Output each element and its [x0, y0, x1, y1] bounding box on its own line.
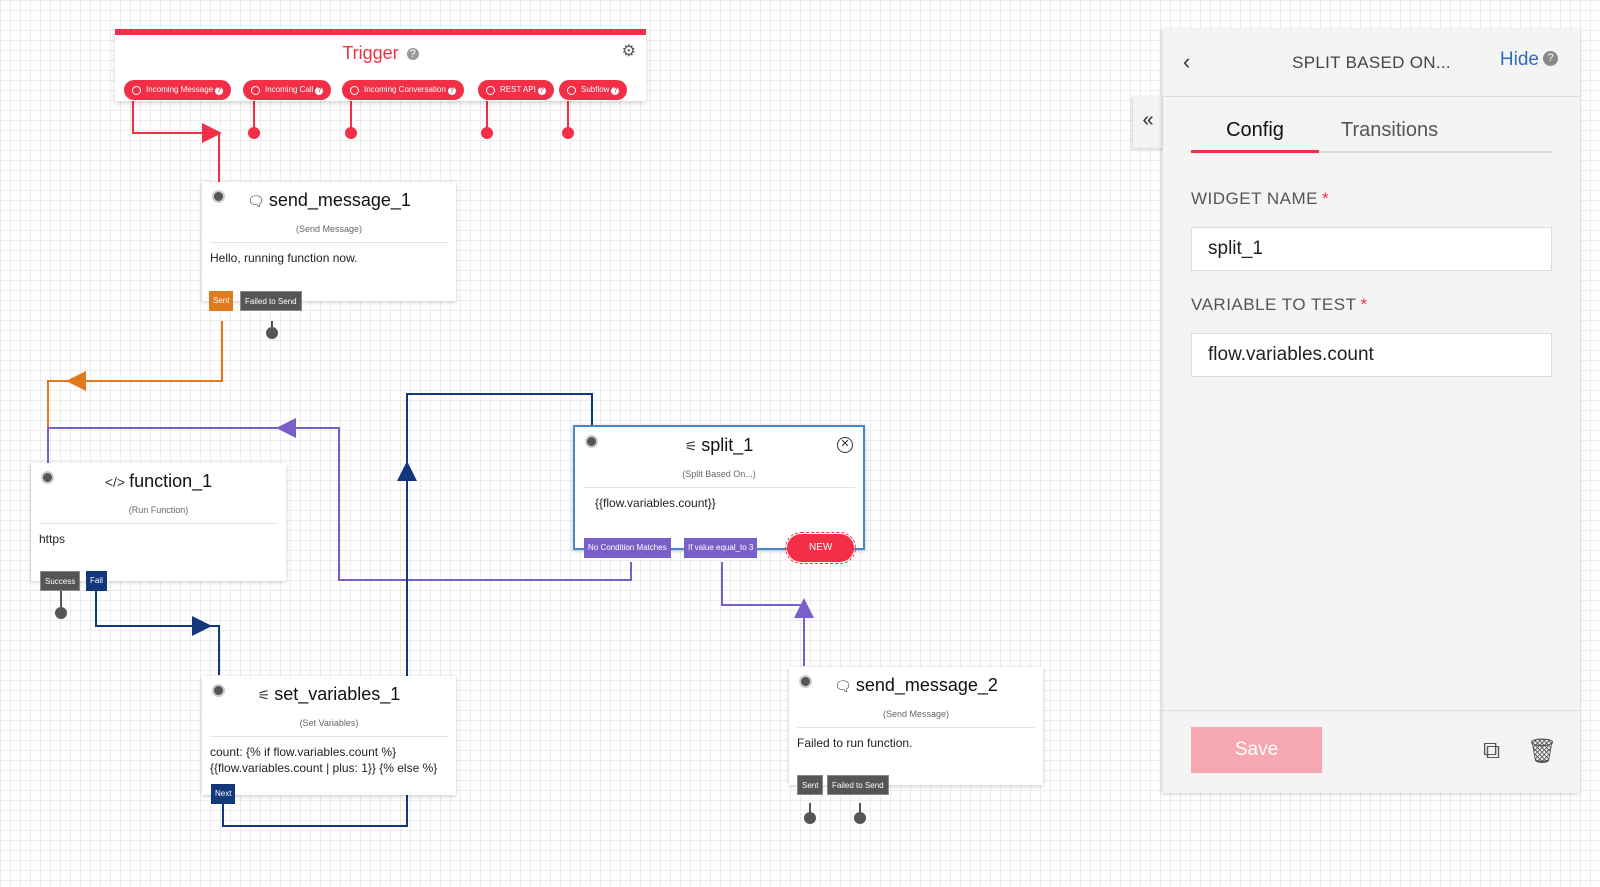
- code-icon: </>: [104, 474, 126, 490]
- divider: [583, 487, 855, 488]
- trigger-widget[interactable]: Trigger ? ⚙ Incoming Message? Incoming C…: [115, 29, 646, 101]
- help-icon: ?: [537, 87, 546, 95]
- help-icon: ?: [215, 87, 224, 95]
- variable-to-test-input[interactable]: [1191, 333, 1552, 377]
- new-transition-button[interactable]: NEW: [784, 532, 857, 564]
- panel-header: ‹ SPLIT BASED ON... Hide?: [1163, 29, 1580, 97]
- save-button[interactable]: Save: [1191, 727, 1322, 773]
- close-icon[interactable]: ✕: [837, 437, 853, 453]
- trigger-incoming-conversation[interactable]: Incoming Conversation?: [342, 80, 464, 100]
- widget-body-line: {{flow.variables.count | plus: 1}} {% el…: [210, 761, 438, 775]
- trigger-rest-api[interactable]: REST API?: [478, 80, 554, 100]
- hide-label: Hide: [1499, 49, 1539, 70]
- trigger-button-label: Subflow: [581, 85, 610, 94]
- trigger-incoming-message[interactable]: Incoming Message?: [124, 80, 232, 100]
- widget-title-text: send_message_1: [268, 190, 411, 210]
- divider: [210, 242, 448, 243]
- widget-input-dot[interactable]: [799, 675, 812, 688]
- widget-title: 🗨send_message_2: [789, 675, 1043, 696]
- widget-function-1[interactable]: </>function_1 (Run Function) https: [31, 463, 286, 581]
- widget-title-text: function_1: [129, 471, 213, 491]
- panel-title: SPLIT BASED ON...: [1292, 53, 1451, 72]
- widget-send-message-1[interactable]: 🗨send_message_1 (Send Message) Hello, ru…: [202, 182, 456, 301]
- widget-input-dot[interactable]: [585, 435, 598, 448]
- panel-tabs: Config Transitions: [1191, 117, 1552, 153]
- trigger-button-label: Incoming Conversation: [364, 85, 446, 94]
- panel-footer-divider: [1163, 710, 1580, 711]
- help-icon[interactable]: ?: [1543, 51, 1558, 66]
- widget-body: {{flow.variables.count}}: [595, 496, 716, 510]
- gear-icon[interactable]: ⚙: [621, 43, 636, 60]
- transition-fail[interactable]: Fail: [86, 571, 107, 591]
- widget-title-text: split_1: [701, 435, 754, 455]
- divider: [797, 727, 1035, 728]
- widget-input-dot[interactable]: [212, 684, 225, 697]
- transition-sent[interactable]: Sent: [797, 775, 824, 795]
- trigger-title: Trigger ?: [115, 43, 646, 64]
- tab-config[interactable]: Config: [1191, 119, 1319, 153]
- message-icon: 🗨: [834, 678, 852, 694]
- chevron-left-icon[interactable]: ‹: [1183, 49, 1191, 74]
- transition-success[interactable]: Success: [40, 571, 81, 591]
- widget-set-variables-1[interactable]: ⚟set_variables_1 (Set Variables) count: …: [202, 676, 456, 795]
- message-icon: 🗨: [247, 193, 265, 209]
- connection-wires: [47, 96, 866, 827]
- widget-name-label: WIDGET NAME*: [1191, 189, 1329, 209]
- widget-title: ⚟set_variables_1: [202, 684, 456, 705]
- widget-subtitle: (Run Function): [128, 505, 189, 515]
- duplicate-icon[interactable]: ⧉: [1483, 737, 1501, 764]
- label-text: WIDGET NAME: [1191, 189, 1319, 208]
- help-icon[interactable]: ?: [406, 48, 419, 61]
- transition-failed-to-send[interactable]: Failed to Send: [827, 775, 889, 795]
- transition-sent[interactable]: Sent: [209, 291, 234, 311]
- transition-failed-to-send[interactable]: Failed to Send: [240, 291, 302, 311]
- widget-subtitle: (Split Based On...): [682, 469, 756, 479]
- trigger-title-text: Trigger: [342, 43, 399, 63]
- divider: [210, 736, 448, 737]
- trigger-button-label: Incoming Call: [265, 85, 314, 94]
- widget-title: 🗨send_message_1: [202, 190, 456, 211]
- widget-body-line: count: {% if flow.variables.count %}: [210, 745, 397, 759]
- label-text: VARIABLE TO TEST: [1191, 295, 1357, 314]
- widget-config-panel: ‹ SPLIT BASED ON... Hide? Config Transit…: [1163, 29, 1580, 793]
- trash-icon[interactable]: 🗑: [1527, 738, 1558, 765]
- widget-title: </>function_1: [31, 471, 286, 492]
- widget-input-dot[interactable]: [212, 190, 225, 203]
- required-mark: *: [1360, 295, 1368, 314]
- transition-if-value-equal-to-3[interactable]: If value equal_to 3: [684, 538, 758, 558]
- trigger-button-label: Incoming Message: [146, 85, 214, 94]
- widget-title-text: set_variables_1: [274, 684, 401, 704]
- split-icon: ⚟: [684, 438, 698, 454]
- widget-body: count: {% if flow.variables.count %} {{f…: [210, 744, 448, 776]
- variables-icon: ⚟: [257, 687, 271, 703]
- divider: [39, 523, 278, 524]
- widget-split-1[interactable]: ⚟split_1 ✕ (Split Based On...) {{flow.va…: [573, 425, 865, 550]
- variable-to-test-label: VARIABLE TO TEST*: [1191, 295, 1368, 315]
- trigger-subflow[interactable]: Subflow?: [559, 80, 628, 100]
- tab-transitions[interactable]: Transitions: [1341, 119, 1439, 141]
- help-icon: ?: [315, 87, 324, 95]
- widget-input-dot[interactable]: [41, 471, 54, 484]
- widget-body: Hello, running function now.: [210, 251, 358, 265]
- widget-subtitle: (Set Variables): [299, 718, 359, 728]
- widget-send-message-2[interactable]: 🗨send_message_2 (Send Message) Failed to…: [789, 667, 1043, 785]
- widget-name-input[interactable]: [1191, 227, 1552, 271]
- widget-body: https: [39, 532, 66, 546]
- required-mark: *: [1322, 189, 1330, 208]
- hide-panel-link[interactable]: Hide?: [1500, 49, 1558, 71]
- transition-no-condition-matches[interactable]: No Condition Matches: [584, 538, 671, 558]
- widget-body: Failed to run function.: [797, 736, 913, 750]
- widget-title: ⚟split_1: [575, 435, 863, 456]
- trigger-button-label: REST API: [500, 85, 536, 94]
- collapse-panel-button[interactable]: «: [1133, 96, 1163, 148]
- widget-subtitle: (Send Message): [882, 709, 950, 719]
- help-icon: ?: [447, 87, 456, 95]
- trigger-incoming-call[interactable]: Incoming Call?: [243, 80, 332, 100]
- help-icon: ?: [611, 87, 620, 95]
- widget-subtitle: (Send Message): [295, 224, 363, 234]
- transition-next[interactable]: Next: [211, 784, 236, 804]
- widget-title-text: send_message_2: [855, 675, 998, 695]
